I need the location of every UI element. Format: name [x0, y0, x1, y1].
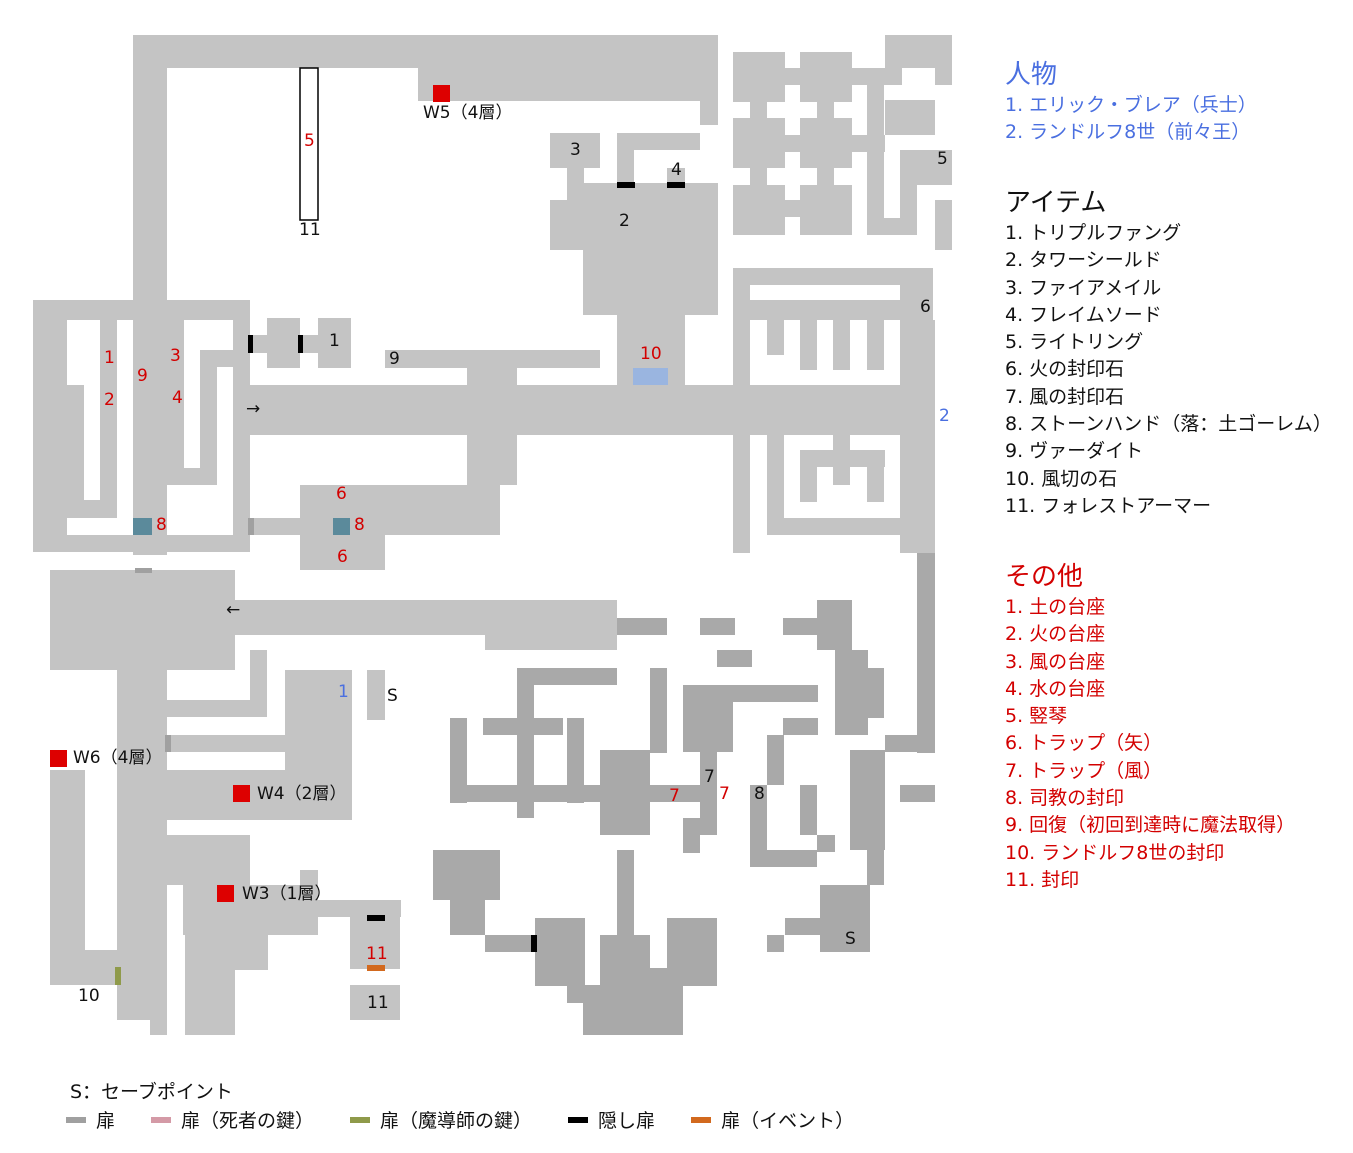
key-dead-key-door-label: 扉（死者の鍵）	[181, 1110, 315, 1132]
corridors-dark	[433, 553, 935, 1035]
key-dead-key-door: 扉（死者の鍵）	[151, 1106, 314, 1133]
label-other-8-b: 8	[354, 515, 365, 535]
label-other-4: 4	[172, 388, 183, 408]
legend-character-item: 2. ランドルフ8世（前々王）	[1005, 121, 1251, 144]
label-other-9: 9	[137, 366, 148, 386]
label-item-3: 3	[570, 140, 581, 160]
legend-item: 6. 火の封印石	[1005, 358, 1125, 381]
save-point-b: S	[845, 929, 856, 949]
label-other-5: 5	[304, 131, 315, 151]
mage-key-door-swatch-icon	[350, 1116, 371, 1123]
label-item-9: 9	[389, 349, 400, 369]
legend-item: 4. フレイムソード	[1005, 303, 1162, 326]
legend-items-title: アイテム	[1005, 188, 1107, 218]
legend-item: 3. ファイアメイル	[1005, 276, 1162, 299]
warp-markers	[50, 85, 450, 902]
doors	[135, 518, 254, 752]
warp-label-w5: W5（4層）	[423, 103, 513, 123]
event-door-swatch-icon	[691, 1116, 712, 1123]
save-point-a: S	[387, 686, 398, 706]
legend-other-item: 1. 土の台座	[1005, 596, 1106, 618]
arrow-left-icon: ←	[226, 600, 241, 620]
key-event-door: 扉（イベント）	[691, 1106, 854, 1133]
label-other-1: 1	[104, 348, 115, 368]
legend-other-list: 1. 土の台座 2. 火の台座 3. 風の台座 4. 水の台座 5. 竪琴 6.…	[1005, 594, 1295, 894]
legend-other-item: 3. 風の台座	[1005, 650, 1106, 673]
event-door	[367, 965, 385, 971]
legend-item: 11. フォレストアーマー	[1005, 494, 1212, 517]
label-other-6-b: 6	[337, 547, 348, 567]
label-other-10: 10	[640, 344, 662, 364]
mage-key-door	[115, 967, 121, 985]
label-item-7: 7	[704, 767, 715, 787]
key-door: 扉	[66, 1106, 115, 1133]
legend-other-item: 4. 水の台座	[1005, 677, 1106, 700]
warp-label-w3: W3（1層）	[242, 884, 332, 904]
label-item-8: 8	[754, 784, 765, 804]
legend-character-item: 1. エリック・ブレア（兵士）	[1005, 94, 1257, 116]
label-item-5: 5	[937, 149, 948, 169]
label-item-10: 10	[78, 986, 100, 1006]
key-hidden-door-label: 隠し扉	[598, 1110, 656, 1132]
label-item-11-b: 11	[367, 993, 389, 1013]
legend-other-item: 11. 封印	[1005, 868, 1080, 891]
label-other-6-a: 6	[336, 484, 347, 504]
hidden-doors	[248, 182, 685, 952]
label-other-7-a: 7	[669, 786, 680, 806]
legend-item: 5. ライトリング	[1005, 331, 1144, 354]
key-hidden-door: 隠し扉	[568, 1106, 655, 1133]
label-person-2: 2	[939, 406, 950, 426]
label-item-2: 2	[619, 211, 630, 231]
legend-characters-list: 1. エリック・ブレア（兵士） 2. ランドルフ8世（前々王）	[1005, 92, 1257, 147]
key-event-door-label: 扉（イベント）	[721, 1110, 855, 1132]
legend-other-title: その他	[1005, 562, 1084, 592]
key-mage-key-door: 扉（魔導師の鍵）	[350, 1106, 532, 1133]
warp-label-w6: W6（4層）	[73, 748, 163, 768]
label-other-11: 11	[366, 944, 388, 964]
legend-other-item: 8. 司教の封印	[1005, 787, 1125, 810]
door-key: 扉 扉（死者の鍵） 扉（魔導師の鍵） 隠し扉 扉（イベント）	[66, 1106, 890, 1133]
label-item-6: 6	[920, 297, 931, 317]
legend-item: 8. ストーンハンド（落：土ゴーレム）	[1005, 413, 1332, 436]
legend-other-item: 9. 回復（初回到達時に魔法取得）	[1005, 814, 1296, 837]
label-item-11-a: 11	[299, 220, 321, 240]
legend-item: 9. ヴァーダイト	[1005, 440, 1144, 463]
legend-other-item: 7. トラップ（風）	[1005, 759, 1163, 782]
warp-label-w4: W4（2層）	[257, 784, 347, 804]
key-mage-key-door-label: 扉（魔導師の鍵）	[380, 1110, 533, 1132]
label-other-3: 3	[170, 346, 181, 366]
legend-characters-title: 人物	[1005, 60, 1058, 90]
key-door-label: 扉	[96, 1110, 116, 1132]
legend-other-item: 5. 竪琴	[1005, 705, 1068, 728]
label-other-8-a: 8	[156, 515, 167, 535]
dead-key-door-swatch-icon	[151, 1116, 172, 1123]
save-point-key: S：セーブポイント	[70, 1081, 233, 1103]
corridors-light	[33, 35, 952, 1035]
legend-other-item: 6. トラップ（矢）	[1005, 732, 1163, 755]
label-person-1: 1	[338, 682, 349, 702]
lyre-shaft	[299, 67, 319, 221]
legend-item: 7. 風の封印石	[1005, 385, 1125, 408]
label-other-2: 2	[104, 390, 115, 410]
legend-other-item: 10. ランドルフ8世の封印	[1005, 841, 1225, 864]
legend-item: 1. トリプルファング	[1005, 222, 1182, 244]
dungeon-map	[33, 35, 952, 1035]
legend-other: その他 1. 土の台座 2. 火の台座 3. 風の台座 4. 水の台座 5. 竪…	[1005, 562, 1295, 894]
label-item-1: 1	[329, 331, 340, 351]
hidden-door-swatch-icon	[568, 1116, 589, 1123]
legend-characters: 人物 1. エリック・ブレア（兵士） 2. ランドルフ8世（前々王）	[1005, 60, 1257, 147]
label-other-7-b: 7	[719, 784, 730, 804]
seals	[133, 368, 668, 535]
legend-items-list: 1. トリプルファング 2. タワーシールド 3. ファイアメイル 4. フレイ…	[1005, 220, 1332, 520]
legend-items: アイテム 1. トリプルファング 2. タワーシールド 3. ファイアメイル 4…	[1005, 188, 1332, 520]
arrow-right-icon: →	[246, 399, 261, 419]
legend-item: 10. 風切の石	[1005, 467, 1118, 490]
door-swatch-icon	[66, 1116, 86, 1123]
legend-item: 2. タワーシールド	[1005, 249, 1162, 272]
label-item-4: 4	[671, 160, 682, 180]
legend-other-item: 2. 火の台座	[1005, 623, 1106, 646]
